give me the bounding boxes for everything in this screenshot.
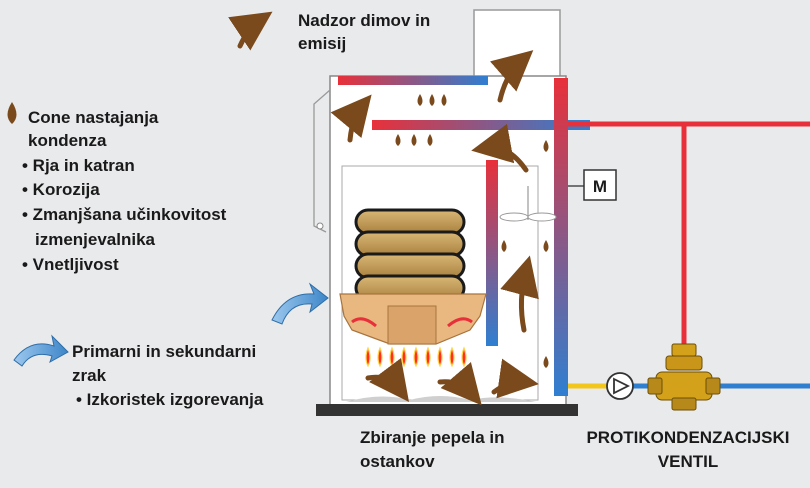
exchanger-tube-vertical [486,160,498,346]
door-handle [316,222,324,230]
ash-line2: ostankov [360,452,435,471]
flue-title-line1: Nadzor dimov in [298,11,431,30]
exchanger-tube-top [338,76,488,85]
condensation-item: • Rja in katran [22,156,135,175]
condensation-title-line2: kondenza [28,131,107,150]
motor-box [583,169,617,201]
anti-condensation-valve [647,343,721,411]
grate-air-ducts [339,293,487,345]
motor-label: M [593,177,607,196]
air-title-line2: zrak [72,366,107,385]
boiler-door [313,89,331,233]
ash-line1: Zbiranje pepela in [360,428,505,447]
flames [365,346,467,368]
condensation-droplets [395,94,549,368]
condensation-title-line1: Cone nastajanja [28,108,159,127]
firewood-logs [354,208,466,302]
boiler-base [316,404,578,416]
valve-label-line2: VENTIL [657,452,719,471]
air-arrow-legend [13,334,69,367]
pump [606,372,634,400]
air-title-line1: Primarni in sekundarni [72,342,257,361]
condensation-item: izmenjevalnika [35,230,156,249]
flue-gas-arrows [228,11,539,406]
main-riser-pipe [554,78,568,396]
condensation-item: • Zmanjšana učinkovitost [22,205,227,224]
air-item: • Izkoristek izgorevanja [76,390,264,409]
fan-icon [499,212,557,222]
air-duct-arrow-left [351,317,377,328]
condensation-item: • Vnetljivost [22,255,119,274]
condensation-item: • Korozija [22,180,100,199]
air-duct-arrow-right [447,317,473,328]
condensation-droplet-icon [7,102,17,124]
air-arrow-boiler [271,282,329,325]
valve-label-line1: PROTIKONDENZACIJSKI [586,428,790,447]
flue-title-line2: emisij [298,34,347,53]
chimney [473,9,561,81]
